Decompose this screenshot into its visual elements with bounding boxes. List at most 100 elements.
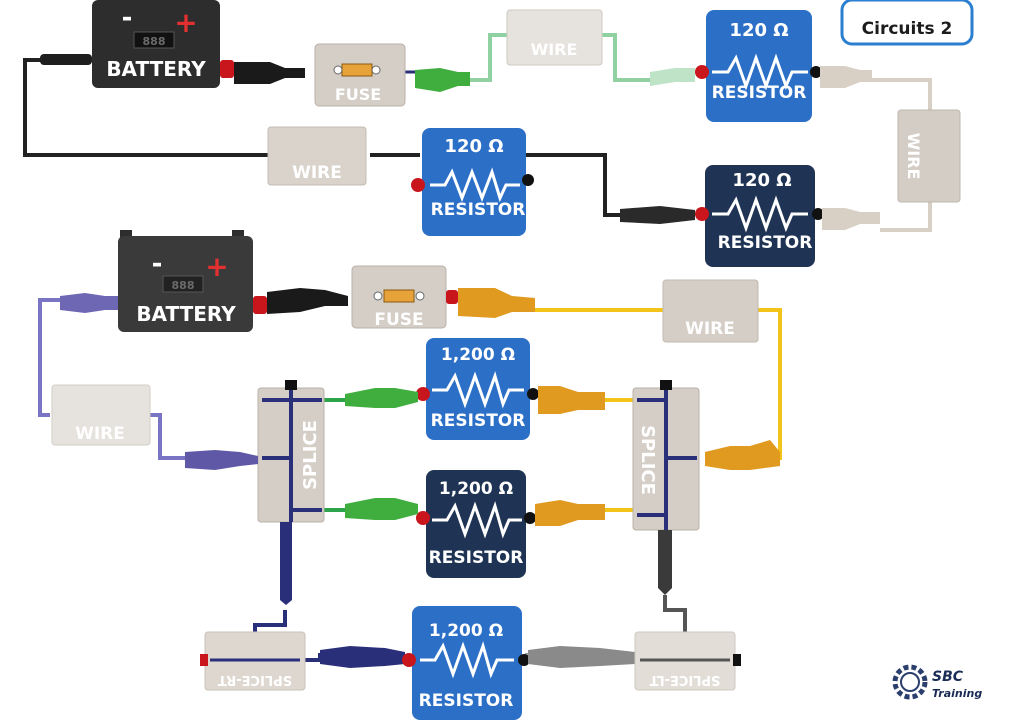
battery-1-neg-lead xyxy=(40,54,92,65)
wire-module-5: WIRE xyxy=(51,384,151,446)
wire-module-4-body xyxy=(662,279,759,343)
battery-2-display xyxy=(162,275,204,293)
logo-subtitle: Training xyxy=(932,687,982,700)
splice-right: SPLICE xyxy=(632,380,700,531)
resistor-d-black-post xyxy=(527,388,539,400)
battery-2: - + 888 BATTERY xyxy=(118,230,253,332)
resistor-d-label: RESISTOR xyxy=(431,411,526,431)
battery-2-display-digits: 888 xyxy=(172,279,195,292)
splice-right-black-plug xyxy=(658,530,672,595)
fuse-2-terminal-l xyxy=(373,291,383,301)
fuse-2-red-clip xyxy=(446,290,458,304)
resistor-c-symbol xyxy=(712,195,808,233)
resistor-f-red-post xyxy=(402,653,416,667)
resistor-f-navy-plug xyxy=(320,646,405,668)
resistor-d-green-plug xyxy=(345,388,418,408)
fuse-1-label: FUSE xyxy=(335,85,381,104)
resistor-f: 1,200 Ω RESISTOR xyxy=(402,606,530,720)
splice-right-label: SPLICE xyxy=(637,425,658,495)
resistor-b-body xyxy=(422,128,526,236)
resistor-f-body xyxy=(412,606,522,720)
splice-left-purple-plug xyxy=(185,450,258,470)
title-box-frame xyxy=(840,0,974,46)
battery-2-purple-plug xyxy=(60,293,118,313)
wire-module-5-body xyxy=(51,384,151,446)
wire-module-3-label: WIRE xyxy=(904,133,923,180)
resistor-d: 1,200 Ω RESISTOR xyxy=(416,338,539,440)
gear-icon-hub xyxy=(900,672,920,692)
resistor-e-black-post xyxy=(524,512,536,524)
splice-right-orange-plug xyxy=(705,440,780,470)
wire-module-1-label: WIRE xyxy=(531,40,578,59)
resistor-a-black-post xyxy=(810,66,822,78)
resistor-f-gray-plug xyxy=(528,646,635,668)
battery-1-display-digits: 888 xyxy=(143,35,166,48)
resistor-d-symbol xyxy=(432,371,524,409)
battery-1-pos-clip xyxy=(220,60,234,78)
title-box: Circuits 2 xyxy=(840,0,974,46)
splice-left: SPLICE xyxy=(257,380,325,523)
battery-2-minus: - xyxy=(152,249,163,279)
resistor-c: 120 Ω RESISTOR xyxy=(695,165,824,267)
resistor-b-label: RESISTOR xyxy=(431,200,526,220)
resistor-a-symbol xyxy=(712,53,808,91)
battery-1-plug xyxy=(234,62,305,84)
wire-trace-c1-left xyxy=(23,58,268,157)
splice-lt-black-post xyxy=(733,654,741,666)
resistor-e-label: RESISTOR xyxy=(429,548,524,568)
battery-1-label: BATTERY xyxy=(106,57,206,81)
splice-rt: SPLICE-RT xyxy=(200,631,306,691)
resistor-b-value: 120 Ω xyxy=(444,136,503,157)
board-title: Circuits 2 xyxy=(862,19,953,39)
battery-1-minus: - xyxy=(122,3,133,33)
resistor-e-orange-plug xyxy=(535,500,605,526)
gear-icon-teeth xyxy=(892,664,928,700)
battery-2-tab-l xyxy=(120,230,132,238)
resistor-b-red-post xyxy=(411,178,425,192)
resistor-c-black-post xyxy=(812,208,824,220)
splice-left-navy-plug xyxy=(280,522,292,605)
wire-module-1: WIRE xyxy=(506,9,603,66)
resistor-c-value: 120 Ω xyxy=(732,170,791,191)
resistor-e-body xyxy=(426,470,526,578)
fuse-2-label: FUSE xyxy=(374,310,423,330)
fuse-2-orange-plug xyxy=(458,288,535,318)
battery-1-plus: + xyxy=(174,6,197,39)
resistor-f-label: RESISTOR xyxy=(419,691,514,711)
resistor-c-label: RESISTOR xyxy=(718,233,813,253)
splice-lt-label: SPLICE-LT xyxy=(649,672,720,687)
resistor-c-red-post xyxy=(695,207,709,221)
battery-2-pos-clip xyxy=(253,296,267,314)
battery-1: - + 888 BATTERY xyxy=(92,0,220,88)
wire-module-2: WIRE xyxy=(267,126,367,186)
fuse-1-terminal-l xyxy=(333,65,343,75)
splice-rt-label: SPLICE-RT xyxy=(218,672,292,687)
resistor-a-red-post xyxy=(695,65,709,79)
fuse-1-element xyxy=(341,63,373,77)
resistor-f-black-post xyxy=(518,654,530,666)
gear-icon xyxy=(892,664,928,700)
fuse-1-terminal-r xyxy=(371,65,381,75)
resistor-d-body xyxy=(426,338,530,440)
splice-left-label: SPLICE xyxy=(300,420,321,490)
battery-2-label: BATTERY xyxy=(136,302,236,326)
resistor-a: 120 Ω RESISTOR xyxy=(695,10,822,122)
resistor-c-black-plug xyxy=(620,206,695,224)
resistor-b-black-post xyxy=(522,174,534,186)
sbc-logo: SBC Training xyxy=(892,664,982,700)
fuse-1-green-plug xyxy=(415,68,470,92)
resistor-f-value: 1,200 Ω xyxy=(429,621,503,641)
resistor-c-tan-plug xyxy=(822,208,880,230)
fuse-2: FUSE xyxy=(351,265,447,330)
resistor-a-green-plug xyxy=(650,68,695,86)
splice-lt: SPLICE-LT xyxy=(634,631,741,691)
resistor-c-body xyxy=(705,165,815,267)
resistor-b: 120 Ω RESISTOR xyxy=(411,128,534,236)
resistor-e-red-post xyxy=(416,511,430,525)
splice-left-top-post xyxy=(285,380,297,390)
fuse-2-terminal-r xyxy=(415,291,425,301)
resistor-d-red-post xyxy=(416,387,430,401)
battery-2-tab-r xyxy=(232,230,244,238)
